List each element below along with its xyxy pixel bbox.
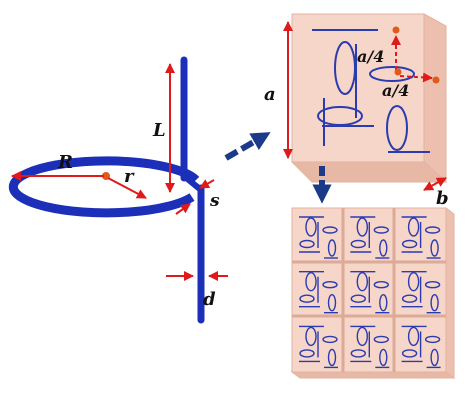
offset-label-right: a/4: [382, 81, 409, 100]
gap-label: s: [209, 191, 220, 211]
inner-radius-label: r: [124, 166, 135, 187]
offset-dot-right: [432, 76, 440, 84]
lattice-cell-0-0-ring-b: [322, 226, 338, 234]
cell-bottom-face: [290, 161, 448, 183]
lattice-cell-1-2-ring-c: [401, 294, 418, 303]
split-ring: [8, 156, 200, 218]
lattice-cell-0-0-ring-a: [305, 217, 317, 237]
lattice-bottom-face: [290, 371, 456, 379]
cell-ring-2: [369, 66, 415, 82]
lattice-cell-0-2-ring-c: [401, 239, 418, 249]
lattice-cell-0-1-ring-a: [356, 217, 368, 237]
offset-dot-center: [394, 68, 402, 76]
gap-arrow-upper: [199, 179, 215, 189]
lattice-cell-0-1-ring-b: [373, 226, 389, 234]
lattice-cell-1-0-ring-b: [322, 281, 338, 289]
lattice-cell-1-2-ring-b: [424, 281, 441, 289]
offset-label-top: a/4: [357, 47, 384, 66]
lattice-cell-2-1-ring-d: [379, 348, 388, 367]
lattice-cell-2-0-ring-a: [305, 326, 317, 347]
offset-arrow-right: [399, 72, 433, 83]
lattice-cell-2-0-ring-b: [322, 335, 338, 344]
lattice-cell-1-1-ring-a: [356, 272, 368, 292]
lattice-cell-2-0-ring-d: [327, 348, 337, 367]
cell-ring-4: [386, 105, 408, 151]
lattice-cell-1-2-ring-a: [407, 272, 420, 292]
lattice-cell-2-2-ring-a: [407, 326, 420, 347]
lattice-cell-1-0-ring-d: [327, 294, 337, 312]
lattice-cell-0-1-ring-d: [379, 239, 388, 257]
lattice-cell-1-0-ring-c: [299, 294, 315, 303]
lattice-cell-2-1-ring-b: [373, 335, 389, 344]
lattice-cell-0-2-ring-d: [430, 239, 439, 257]
outer-radius-label: R: [57, 152, 73, 173]
lattice-cell-2-0-ring-c: [299, 349, 315, 358]
lattice-cell-0-1-ring-c: [350, 239, 366, 249]
cell-side-face: [423, 13, 447, 184]
inner-radius-arrow: [107, 177, 147, 199]
lattice-cell-2-2-ring-c: [401, 349, 418, 358]
length-label: L: [152, 120, 166, 141]
lattice-cell-0-2-ring-b: [424, 226, 441, 234]
cell-depth-label: b: [436, 188, 449, 209]
lattice-cell-1-1-ring-d: [379, 294, 388, 312]
lattice-side-face: [445, 207, 455, 379]
lattice-cell-1-1-ring-b: [373, 281, 389, 289]
lattice-cell-0-0-ring-d: [327, 239, 337, 257]
offset-dot-top: [392, 26, 400, 34]
lattice: [290, 207, 456, 379]
diameter-label: d: [203, 289, 216, 310]
cell-depth-arrow: [423, 177, 447, 191]
lattice-cell-2-1-ring-a: [356, 326, 368, 347]
unit-element: L R r s d: [8, 56, 228, 324]
lattice-cell-2-2-ring-b: [424, 335, 441, 344]
lattice-cell-1-1-ring-c: [350, 294, 366, 303]
lattice-cell-2-1-ring-c: [350, 349, 366, 358]
lattice-cell-0-2-ring-a: [407, 217, 420, 237]
lattice-cell-2-2-ring-d: [430, 348, 439, 367]
lattice-cell-1-2-ring-d: [430, 294, 439, 312]
unit-cell: a a/4 a/4 b: [264, 13, 449, 209]
straight-wire-connector: [182, 173, 203, 193]
lattice-cell-1-0-ring-a: [305, 272, 317, 292]
lattice-cell-0-0-ring-c: [299, 239, 315, 249]
to-cell-arrow: [224, 132, 271, 161]
cell-height-label: a: [264, 84, 276, 105]
gap-arrow-lower: [175, 203, 191, 215]
